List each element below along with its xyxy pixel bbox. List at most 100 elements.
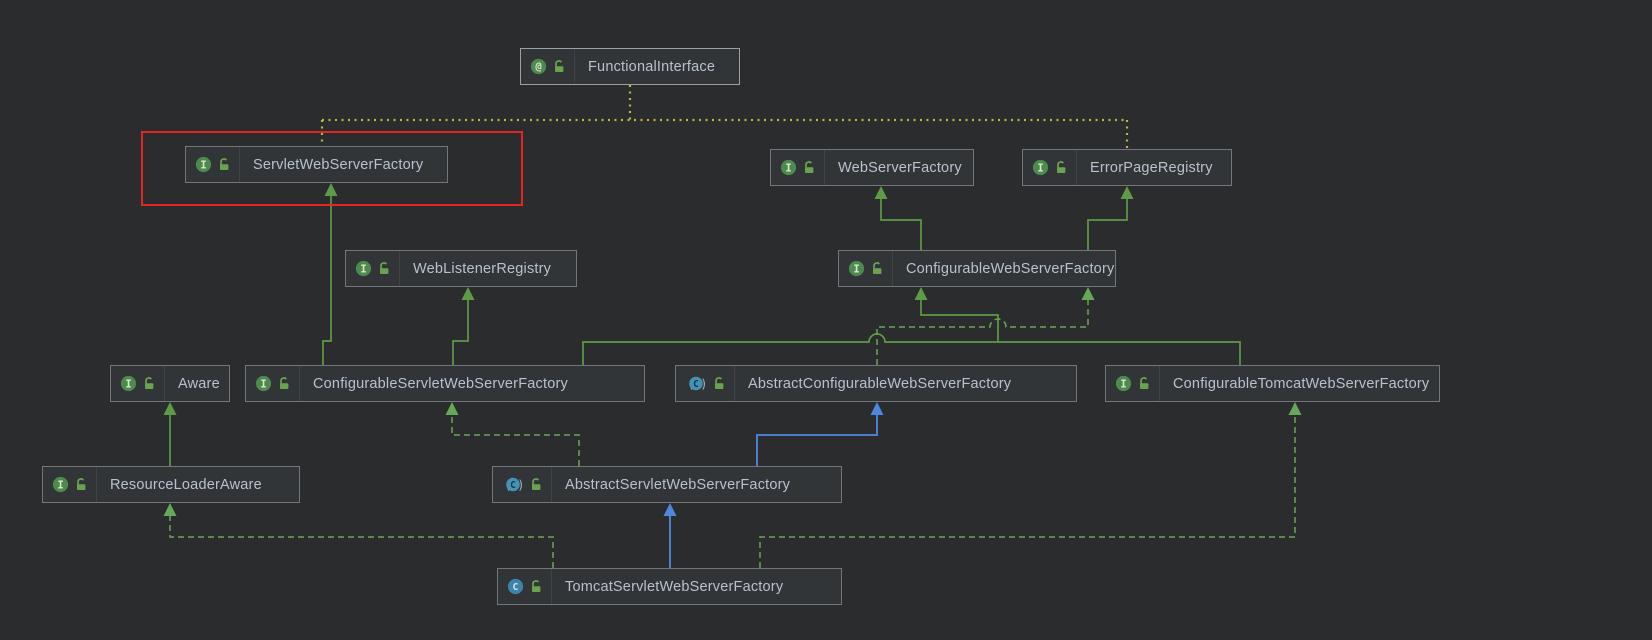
svg-text:): ) [700,377,707,391]
unlock-icon [277,376,291,391]
node-label: AbstractServletWebServerFactory [552,467,802,502]
node-icons: I [186,147,240,182]
svg-text:I: I [853,263,859,275]
arrowhead-acwsf-implements-cwsf [1082,287,1095,300]
node-functional-interface[interactable]: @ FunctionalInterface [520,48,740,85]
unlock-icon [529,477,543,492]
node-icons: (C) [493,467,552,502]
node-resource-loader-aware[interactable]: I ResourceLoaderAware [42,466,300,503]
node-icons: I [771,150,825,185]
svg-text:C: C [510,480,516,491]
svg-text:I: I [200,159,206,171]
svg-text:C: C [513,582,519,593]
abstract-class-icon: (C) [502,476,524,493]
node-label: Aware [165,366,232,401]
node-label: ConfigurableServletWebServerFactory [300,366,580,401]
arrowhead-tomcat-extends-aswsf [664,503,677,516]
arrowhead-tomcat-implements-ctwsf [1289,402,1302,415]
unlock-icon [1054,160,1068,175]
node-label: ServletWebServerFactory [240,147,435,182]
arrowhead-tomcat-implements-resource-loader-aware [164,503,177,516]
edge-tomcat-implements-resource-loader-aware [170,514,553,568]
interface-icon: I [120,375,137,392]
interface-icon: I [255,375,272,392]
node-label: FunctionalInterface [575,49,727,84]
node-icons: C [498,569,552,604]
node-icons: I [111,366,165,401]
node-configurable-tomcat-web-server-factory[interactable]: I ConfigurableTomcatWebServerFactory [1105,365,1440,402]
node-icons: (C) [676,366,735,401]
interface-icon: I [52,476,69,493]
svg-text:I: I [260,378,266,390]
node-aware[interactable]: I Aware [110,365,230,402]
edge-acwsf-implements-cwsf [877,298,1088,365]
node-icons: I [1106,366,1160,401]
node-abstract-configurable-web-server-factory[interactable]: (C) AbstractConfigurableWebServerFactory [675,365,1077,402]
node-configurable-web-server-factory[interactable]: IConfigurableWebServerFactory [838,250,1116,287]
node-label: ErrorPageRegistry [1077,150,1225,185]
edge-aswsf-implements-cswsf [452,413,579,466]
unlock-icon [142,376,156,391]
arrowhead-cwsf-extends-web-server-factory [875,186,888,199]
unlock-icon [552,59,566,74]
annotation-icon: @ [530,58,547,75]
interface-icon: I [1115,375,1132,392]
node-label: ConfigurableWebServerFactory [893,251,1126,286]
svg-text:@: @ [535,61,541,73]
node-icons: @ [521,49,575,84]
node-abstract-servlet-web-server-factory[interactable]: (C) AbstractServletWebServerFactory [492,466,842,503]
svg-text:I: I [785,162,791,174]
node-icons: I [43,467,97,502]
node-error-page-registry[interactable]: I ErrorPageRegistry [1022,149,1232,186]
unlock-icon [529,579,543,594]
unlock-icon [802,160,816,175]
node-tomcat-servlet-web-server-factory[interactable]: C TomcatServletWebServerFactory [497,568,842,605]
node-web-listener-registry[interactable]: I WebListenerRegistry [345,250,577,287]
node-label: TomcatServletWebServerFactory [552,569,795,604]
svg-text:I: I [57,479,63,491]
node-label: ConfigurableTomcatWebServerFactory [1160,366,1441,401]
node-servlet-web-server-factory[interactable]: I ServletWebServerFactory [185,146,448,183]
arrowhead-aswsf-implements-cswsf [446,402,459,415]
edge-extends-bus-configurable-wsf [583,334,1240,365]
svg-text:C: C [693,379,699,390]
interface-icon: I [195,156,212,173]
svg-text:I: I [1037,162,1043,174]
node-icons: I [246,366,300,401]
edge-aswsf-extends-acwsf [757,413,877,466]
edge-cwsf-extends-web-server-factory [881,197,921,250]
node-icons: I [839,251,893,286]
edge-bus-riser-configurable-wsf [921,298,998,342]
unlock-icon [217,157,231,172]
arrowhead-cswsf-extends-web-listener-registry [462,287,475,300]
interface-icon: I [355,260,372,277]
edge-cwsf-extends-error-page-registry [1088,197,1127,250]
svg-text:I: I [125,378,131,390]
edge-cswsf-extends-web-listener-registry [453,298,468,365]
interface-icon: I [780,159,797,176]
node-label: WebServerFactory [825,150,974,185]
node-web-server-factory[interactable]: I WebServerFactory [770,149,974,186]
arrowhead-bus-riser-configurable-wsf [915,287,928,300]
node-label: AbstractConfigurableWebServerFactory [735,366,1023,401]
edge-cswsf-extends-servlet-wsf [323,194,331,365]
unlock-icon [1137,376,1151,391]
unlock-icon [870,261,884,276]
abstract-class-icon: (C) [685,375,707,392]
unlock-icon [712,376,726,391]
arrowhead-aswsf-extends-acwsf [871,402,884,415]
interface-icon: I [1032,159,1049,176]
arrowhead-resource-loader-aware-extends-aware [164,402,177,415]
node-label: WebListenerRegistry [400,251,563,286]
node-label: ResourceLoaderAware [97,467,274,502]
unlock-icon [377,261,391,276]
node-configurable-servlet-web-server-factory[interactable]: I ConfigurableServletWebServerFactory [245,365,645,402]
svg-text:): ) [517,478,524,492]
arrowhead-cwsf-extends-error-page-registry [1121,186,1134,199]
unlock-icon [74,477,88,492]
class-icon: C [507,578,524,595]
interface-icon: I [848,260,865,277]
arrowhead-cswsf-extends-servlet-wsf [325,183,338,196]
